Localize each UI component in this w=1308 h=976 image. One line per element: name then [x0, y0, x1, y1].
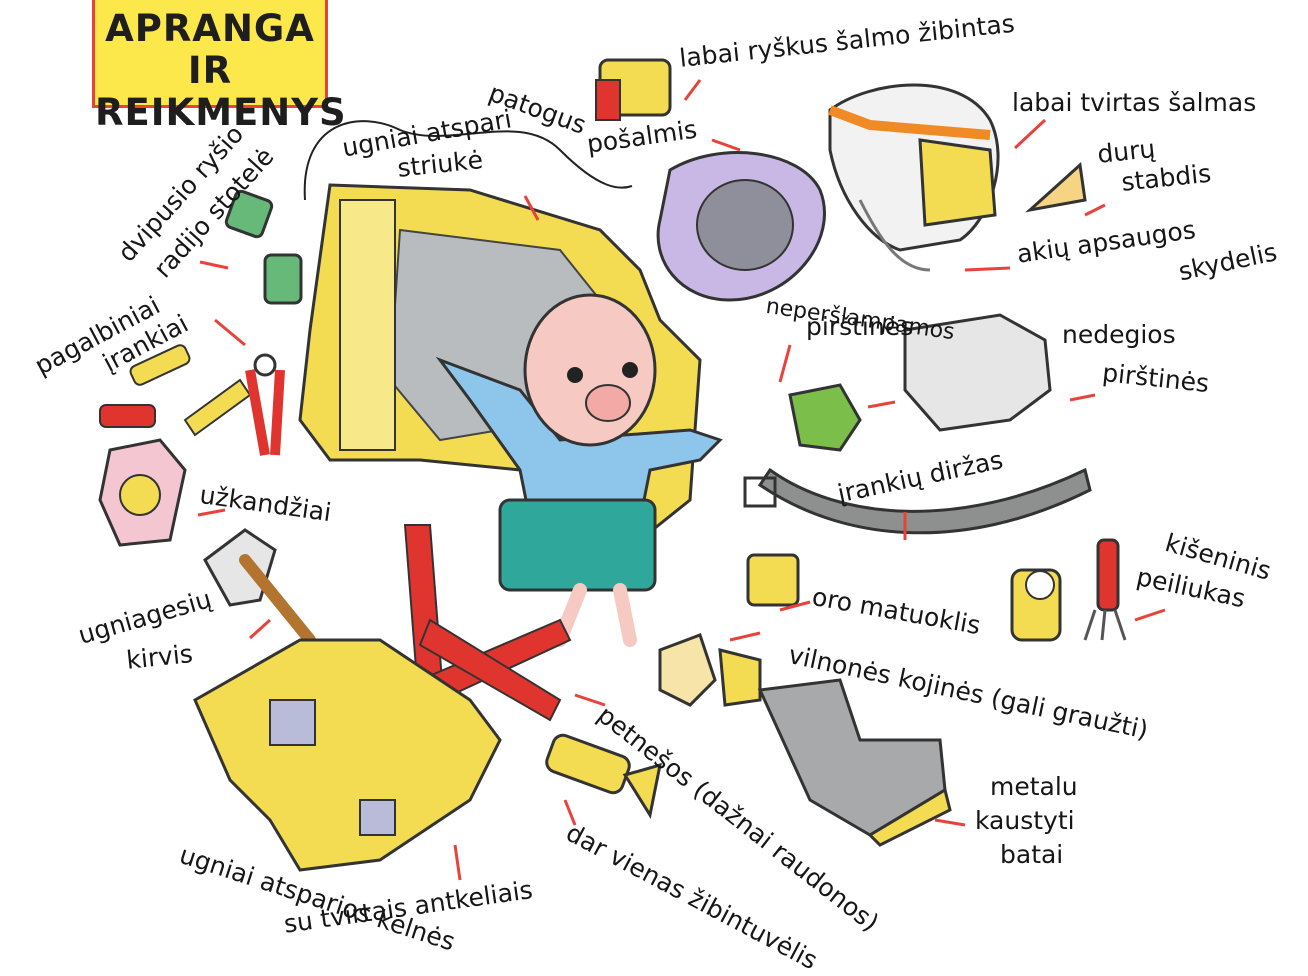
doorstop-icon [1030, 165, 1085, 210]
label-boots-2: kaustyti [975, 806, 1075, 836]
label-helmet: labai tvirtas šalmas [1012, 88, 1256, 118]
helmet-icon [830, 85, 998, 270]
label-boots-3: batai [1000, 840, 1063, 870]
glove-green-icon [790, 385, 860, 450]
hood-icon [658, 153, 824, 300]
label-boots-1: metalu [990, 772, 1078, 802]
label-fireproof-gloves-1: nedegios [1062, 320, 1176, 350]
label-waterproof-gloves-2: pirštinės [806, 312, 913, 342]
boots-icon [760, 680, 950, 845]
axe-icon [205, 530, 310, 640]
snacks-icon [100, 440, 185, 545]
socks-icon [660, 635, 760, 705]
pocket-knife-icon [1085, 540, 1125, 640]
helmet-light-icon [596, 60, 670, 120]
